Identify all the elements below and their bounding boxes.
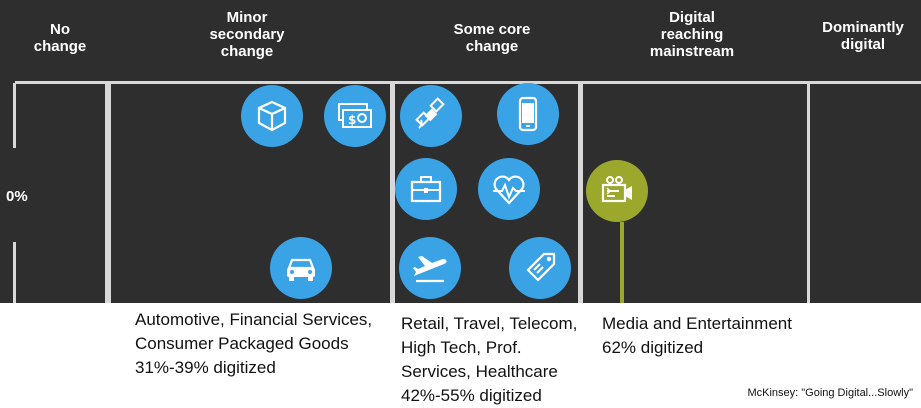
package-box-icon [241,85,303,147]
caption-minor-change: Automotive, Financial Services, Consumer… [135,310,373,377]
column-some-core-change [390,83,583,303]
digitization-diagram: No change Minor secondary change Some co… [0,0,921,303]
connector-stem [620,222,624,303]
briefcase-icon [395,158,457,220]
column-digital-reaching-mainstream [578,83,810,303]
axis-label: 0% [6,188,28,205]
column-header-dominantly-digital: Dominantly digital [822,19,904,53]
caption-some-core-change: Retail, Travel, Telecom, High Tech, Prof… [401,314,578,405]
cash-bills-icon: $ [324,85,386,147]
heart-pulse-icon [478,158,540,220]
top-divider [15,81,921,84]
price-tag-icon [509,237,571,299]
svg-text:$: $ [348,113,356,127]
satellite-icon [400,85,462,147]
column-header-minor-secondary-change: Minor secondary change [209,9,285,60]
axis-tick-lower [13,242,16,303]
column-no-change [105,83,111,303]
airplane-icon [399,237,461,299]
column-header-no-change: No change [33,21,87,55]
car-icon [270,237,332,299]
column-header-digital-reaching-mainstream: Digital reaching mainstream [649,9,735,60]
video-camera-icon [586,160,648,222]
column-header-some-core-change: Some core change [453,21,531,55]
source-citation: McKinsey: "Going Digital...Slowly" [747,387,913,399]
column-minor-secondary-change [108,83,395,303]
axis-tick-upper [13,83,16,148]
caption-digital-mainstream: Media and Entertainment 62% digitized [602,314,792,357]
smartphone-icon [497,83,559,145]
